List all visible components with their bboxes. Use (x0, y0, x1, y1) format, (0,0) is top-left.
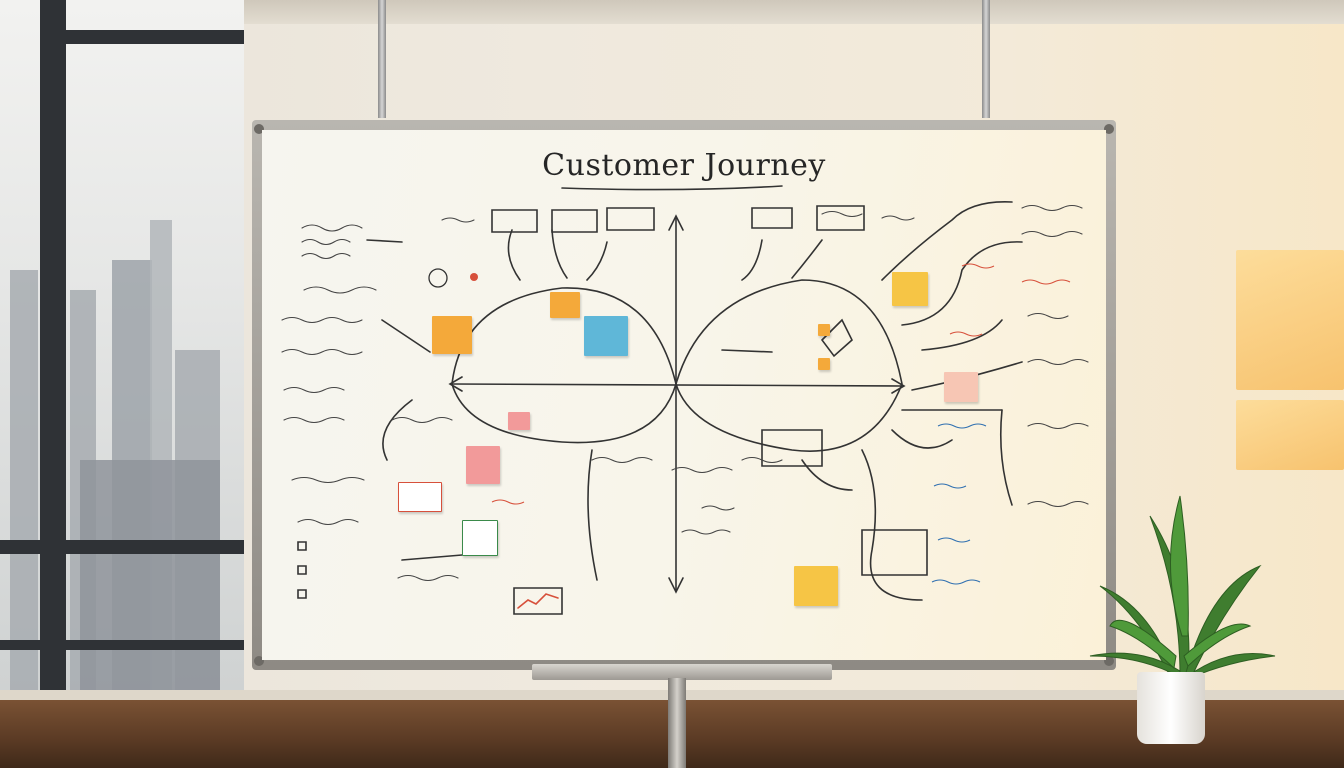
whiteboard: Customer Journey (262, 130, 1106, 660)
sticky-note (584, 316, 628, 356)
board-stand-pole (668, 678, 686, 768)
sticky-note (818, 324, 830, 336)
window-icon (0, 0, 244, 690)
sticky-note (892, 272, 928, 306)
board-title: Customer Journey (542, 148, 826, 183)
ceiling-rod (982, 0, 990, 118)
sticky-note (944, 372, 978, 402)
plant-icon (1089, 495, 1276, 679)
ceiling-rod (378, 0, 386, 118)
sun-patch (1236, 250, 1344, 390)
sticky-note (794, 566, 838, 606)
board-stand (532, 664, 832, 680)
sticky-note (550, 292, 580, 318)
sticky-note (508, 412, 530, 430)
sticky-note (466, 446, 500, 484)
sun-patch (1236, 400, 1344, 470)
sticky-note (818, 358, 830, 370)
plant-pot (1137, 672, 1205, 744)
sticky-note (462, 520, 498, 556)
sticky-note (432, 316, 472, 354)
sticky-note (398, 482, 442, 512)
journey-diagram (281, 185, 1089, 615)
